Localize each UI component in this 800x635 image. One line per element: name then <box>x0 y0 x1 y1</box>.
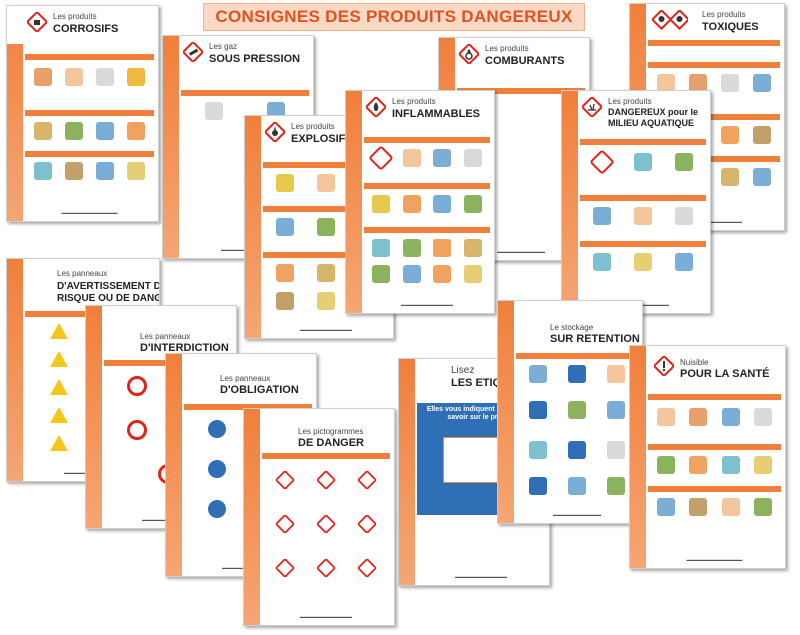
poster-line2: POUR LA SANTÉ <box>680 368 770 380</box>
poster-milieu-aquatique: Les produits DANGEREUX pour le MILIEU AQ… <box>561 90 711 314</box>
poster-line2: D'INTERDICTION <box>140 342 229 354</box>
poster-line2: TOXIQUES <box>702 21 759 33</box>
warning-triangle-icon <box>49 323 68 339</box>
poster-line2b: MILIEU AQUATIQUE <box>608 118 694 128</box>
skull-pictogram-icon <box>652 10 688 30</box>
page-title: CONSIGNES DES PRODUITS DANGEREUX <box>215 7 573 26</box>
etiquettes-subtitle: Elles vous indiquent ce qu'il faut savoi… <box>426 406 536 421</box>
poster-line1: Nuisible <box>680 358 709 367</box>
mandatory-sign-icon <box>208 500 226 518</box>
poster-line2: INFLAMMABLES <box>392 108 480 120</box>
mandatory-sign-icon <box>208 420 226 438</box>
ghs-diamond-icon <box>275 559 294 577</box>
mandatory-sign-icon <box>208 460 226 478</box>
poster-line2: COMBURANTS <box>485 55 565 67</box>
prohibition-sign-icon <box>127 376 147 396</box>
ghs-diamond-icon <box>316 515 335 533</box>
poster-line2: D'OBLIGATION <box>220 384 299 396</box>
poster-line1: Les panneaux <box>220 374 271 383</box>
ghs-diamond-icon <box>358 559 377 577</box>
exclamation-pictogram-icon <box>654 356 674 376</box>
poster-line1: Les produits <box>392 97 436 106</box>
poster-line1: Les produits <box>608 97 652 106</box>
warning-triangle-icon <box>49 379 68 395</box>
poster-line2: EXPLOSIFS <box>291 133 353 145</box>
environment-pictogram-icon <box>582 97 602 117</box>
poster-sante: Nuisible POUR LA SANTÉ ▬▬▬▬▬▬▬▬▬▬▬▬▬▬ <box>629 345 786 569</box>
prohibition-sign-icon <box>127 420 147 440</box>
corrosion-pictogram-icon <box>27 12 47 32</box>
ghs-diamond-icon <box>316 471 335 489</box>
poster-line2a: D'AVERTISSEMENT DE <box>57 281 160 292</box>
ghs-diamond-icon <box>275 515 294 533</box>
poster-line1: Les produits <box>53 12 97 21</box>
poster-line2: DE DANGER <box>298 437 365 449</box>
poster-inflammables: Les produits INFLAMMABLES ▬▬▬▬▬▬▬▬▬▬▬▬▬ <box>345 90 495 314</box>
poster-line2: CORROSIFS <box>53 23 119 35</box>
page-title-banner: CONSIGNES DES PRODUITS DANGEREUX <box>203 3 585 31</box>
warning-triangle-icon <box>49 351 68 367</box>
flame-over-circle-pictogram-icon <box>459 44 479 64</box>
poster-line1: Les pictogrammes <box>298 427 364 436</box>
poster-line1: Les produits <box>485 44 529 53</box>
poster-line2b: RISQUE OU DE DANGER <box>57 293 159 304</box>
poster-etiquettes: Lisez LES ETIQUETTES ! Elles vous indiqu… <box>398 358 550 586</box>
poster-line2: SOUS PRESSION <box>209 53 301 65</box>
poster-retention: Le stockage SUR RETENTION ▬▬▬▬▬▬▬▬▬▬▬▬ <box>497 300 643 524</box>
flame-pictogram-icon <box>366 97 386 117</box>
gas-cylinder-pictogram-icon <box>183 42 203 62</box>
poster-line1: Les gaz <box>209 42 238 51</box>
poster-line1: Les panneaux <box>57 269 108 278</box>
exploding-bomb-pictogram-icon <box>265 122 285 142</box>
poster-line1: Le stockage <box>550 323 594 332</box>
poster-line1: Les panneaux <box>140 332 191 341</box>
ghs-diamond-icon <box>275 471 294 489</box>
warning-triangle-icon <box>49 435 68 451</box>
poster-line1: Les produits <box>702 10 746 19</box>
poster-line1: Lisez <box>451 365 475 376</box>
poster-line1: Les produits <box>291 122 335 131</box>
ghs-diamond-icon <box>358 515 377 533</box>
ghs-diamond-icon <box>358 471 377 489</box>
poster-line2a: DANGEREUX pour le <box>608 107 699 117</box>
poster-line2: SUR RETENTION <box>550 333 640 345</box>
poster-pictogrammes: Les pictogrammes DE DANGER ▬▬▬▬▬▬▬▬▬▬▬▬▬ <box>243 408 395 626</box>
ghs-diamond-icon <box>316 559 335 577</box>
poster-corrosifs: Les produits CORROSIFS ▬▬▬▬▬▬▬▬▬▬▬▬▬▬ <box>6 5 159 222</box>
warning-triangle-icon <box>49 407 68 423</box>
